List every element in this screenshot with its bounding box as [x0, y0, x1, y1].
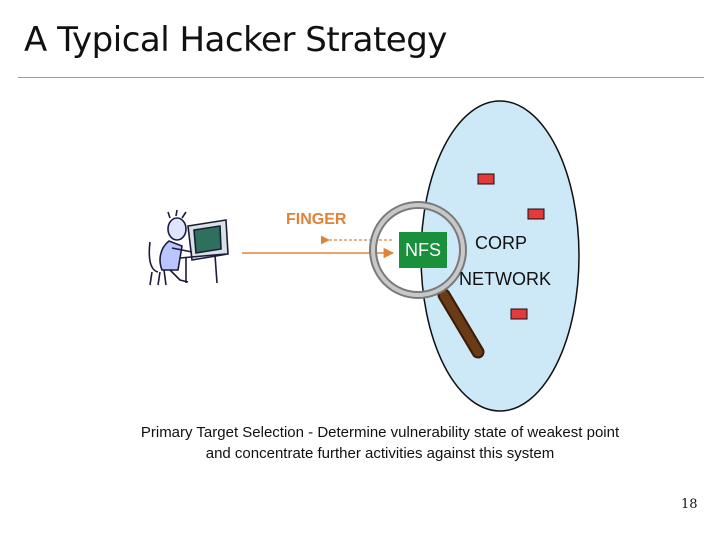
- corp-label: CORP: [475, 233, 528, 253]
- title-divider: [18, 77, 704, 78]
- caption-line-2: and concentrate further activities again…: [205, 445, 555, 462]
- host-icon[interactable]: [477, 173, 495, 185]
- hacker-at-computer-icon: [148, 209, 229, 286]
- network-label: NETWORK: [459, 269, 551, 289]
- host-icon[interactable]: [527, 208, 545, 220]
- slide-caption: Primary Target Selection - Determine vul…: [100, 422, 660, 464]
- magnifying-glass-icon: [369, 201, 485, 359]
- caption-line-1: Primary Target Selection - Determine vul…: [140, 424, 620, 441]
- host-icon[interactable]: [510, 308, 528, 320]
- nfs-server-box[interactable]: NFS: [399, 232, 447, 268]
- finger-label: FINGER: [286, 211, 347, 228]
- slide-title: A Typical Hacker Strategy: [24, 20, 447, 60]
- page-number: 18: [681, 497, 698, 512]
